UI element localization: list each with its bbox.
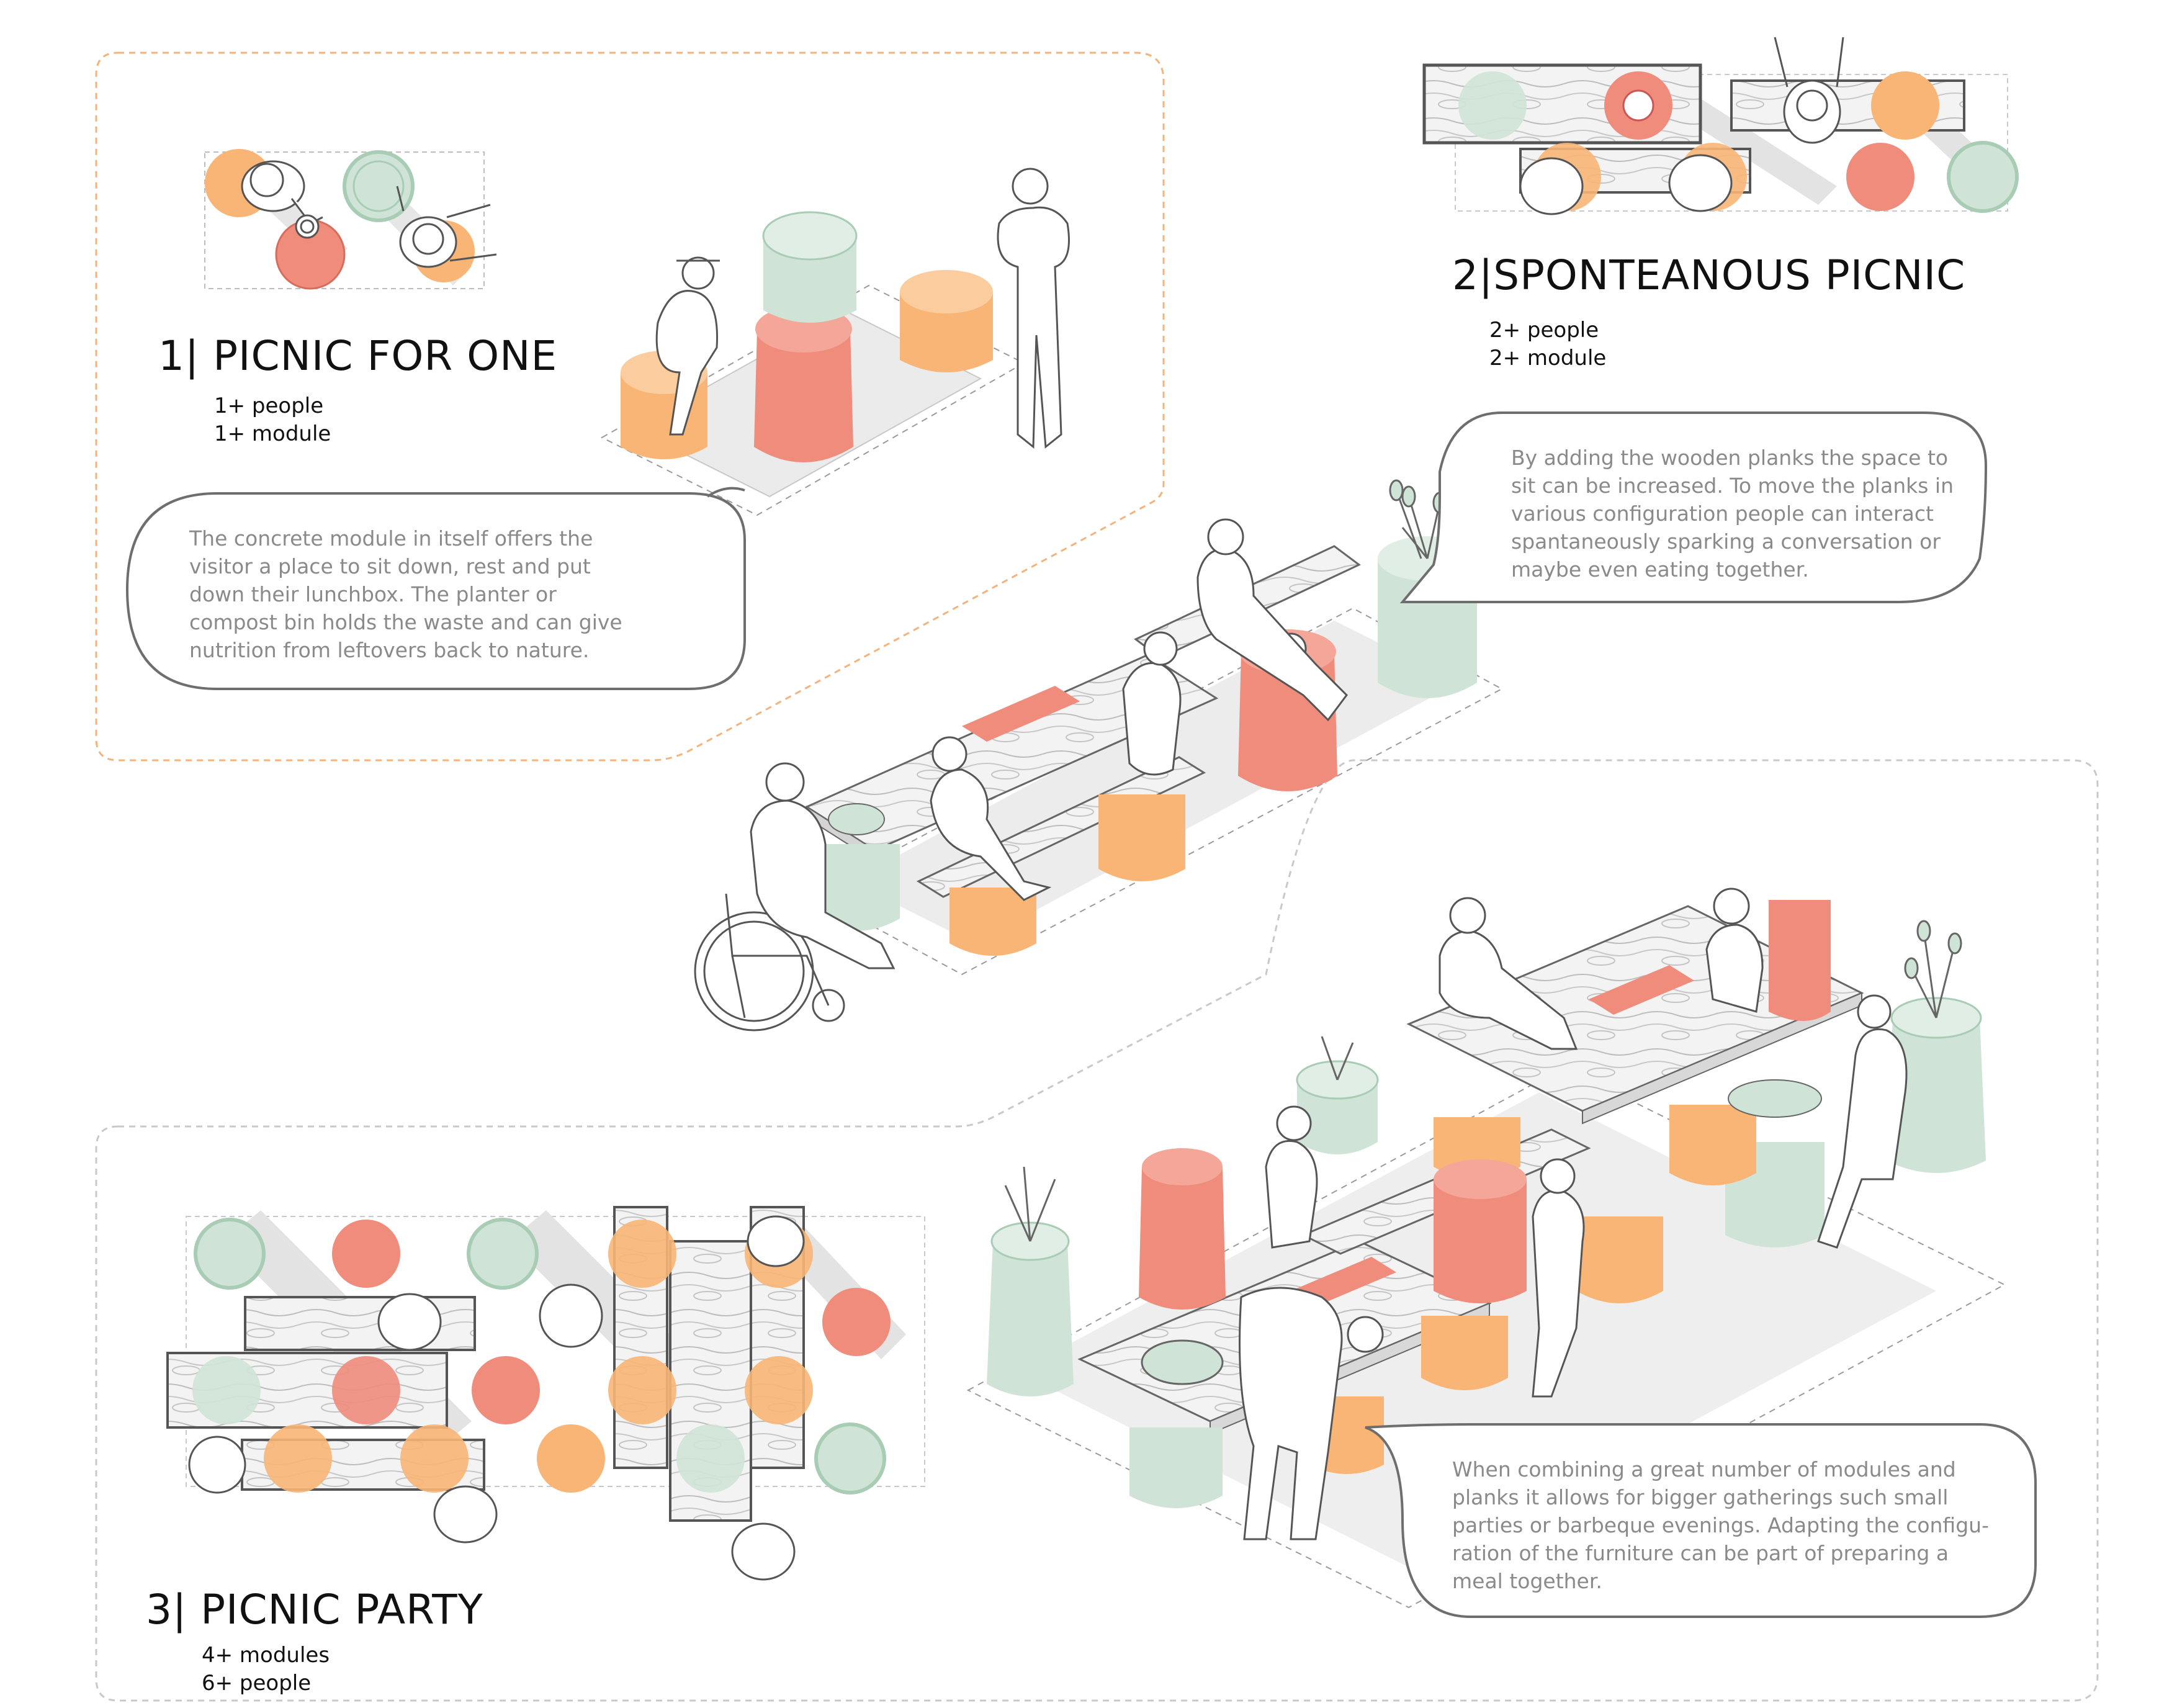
- section-one-people: 1+ people: [214, 393, 324, 418]
- description-line: ration of the furniture can be part of p…: [1452, 1541, 1949, 1565]
- description-line: maybe even eating together.: [1511, 557, 1809, 582]
- speech-bubble-two: [1399, 411, 1988, 603]
- section-two-title: 2|SPONTEANOUS PICNIC: [1452, 251, 1966, 299]
- section-three-people: 6+ people: [202, 1671, 312, 1696]
- section-one-description: The concrete module in itself offers the…: [189, 524, 622, 664]
- section-one-title: 1| PICNIC FOR ONE: [158, 332, 558, 380]
- section-two-description: By adding the wooden planks the space to…: [1511, 444, 1954, 583]
- section-one-frame: [95, 52, 1165, 762]
- description-line: By adding the wooden planks the space to: [1511, 446, 1949, 470]
- description-line: meal together.: [1452, 1569, 1602, 1593]
- description-line: various configuration people can interac…: [1511, 501, 1934, 526]
- section-three-frame: [95, 759, 2099, 1702]
- iso-picnic-for-one: [600, 168, 1070, 516]
- iso-sponteanous-picnic: [694, 479, 1504, 1032]
- description-line: sit can be increased. To move the planks…: [1511, 474, 1954, 498]
- section-two-people: 2+ people: [1489, 318, 1599, 343]
- speech-bubble-three: [1365, 1423, 2037, 1618]
- section-two-meta: 2+ people 2+ module: [1489, 317, 1606, 372]
- description-line: nutrition from leftovers back to nature.: [189, 638, 590, 662]
- plan-sponteanous-picnic: [1422, 37, 2019, 215]
- description-line: planks it allows for bigger gatherings s…: [1452, 1485, 1949, 1509]
- description-line: spantaneously sparking a conversation or: [1511, 529, 1941, 554]
- section-one-modules: 1+ module: [214, 421, 331, 446]
- description-line: down their lunchbox. The planter or: [189, 582, 557, 606]
- description-line: compost bin holds the waste and can give: [189, 610, 622, 634]
- section-three-modules: 4+ modules: [202, 1643, 330, 1668]
- section-three-title: 3| PICNIC PARTY: [146, 1586, 483, 1634]
- description-line: parties or barbeque evenings. Adapting t…: [1452, 1513, 1989, 1537]
- section-three-meta: 4+ modules 6+ people: [202, 1642, 330, 1697]
- plan-picnic-for-one: [204, 149, 497, 290]
- description-line: visitor a place to sit down, rest and pu…: [189, 554, 591, 578]
- speech-bubble-one: [125, 487, 746, 690]
- plan-picnic-party: [166, 1206, 925, 1581]
- section-two-modules: 2+ module: [1489, 346, 1607, 371]
- description-line: When combining a great number of modules…: [1452, 1457, 1956, 1481]
- description-line: The concrete module in itself offers the: [189, 526, 593, 551]
- section-three-description: When combining a great number of modules…: [1452, 1455, 1989, 1595]
- section-one-meta: 1+ people 1+ module: [214, 392, 331, 448]
- iso-picnic-party: [966, 888, 2006, 1609]
